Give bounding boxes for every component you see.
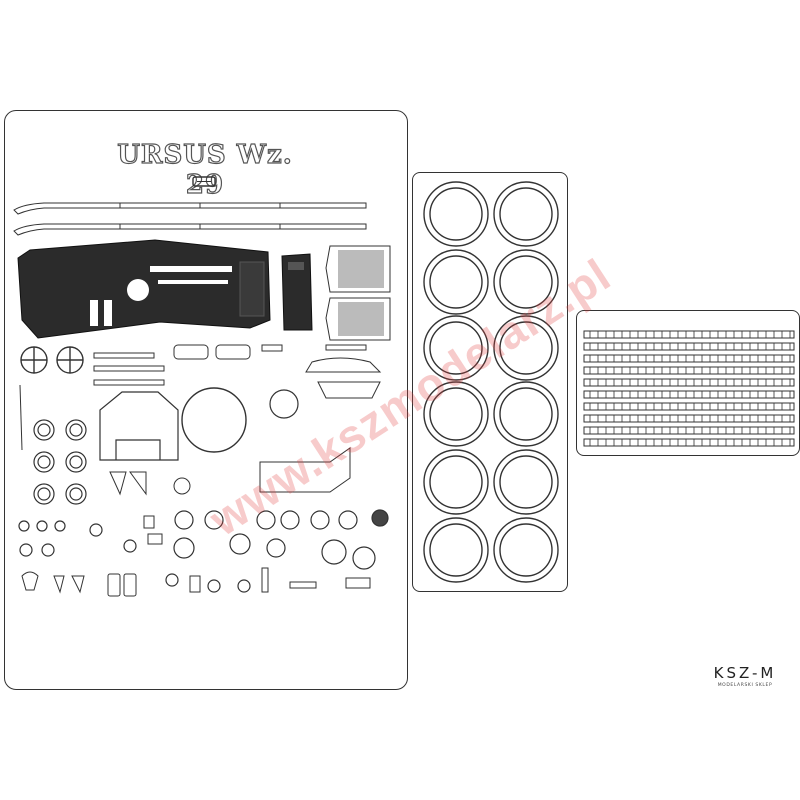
dash-panel-part bbox=[281, 253, 313, 331]
brand-name: KSZ-M bbox=[713, 664, 777, 682]
main-fret-sheet bbox=[4, 110, 408, 690]
sheet-title: URSUS Wz. 29 bbox=[117, 139, 293, 200]
emblem-plate bbox=[192, 176, 216, 187]
chassis-floor-part bbox=[17, 239, 271, 339]
round-plate-part bbox=[181, 387, 247, 453]
wheel-rim-rings bbox=[423, 181, 559, 583]
brand-tagline: MODELARSKI SKLEP bbox=[717, 683, 773, 688]
brand-logo: KSZ-M MODELARSKI SKLEP bbox=[708, 664, 782, 688]
radiator-grille-parts bbox=[325, 245, 391, 341]
washer-parts bbox=[18, 419, 389, 593]
seat-frame-part bbox=[99, 391, 179, 461]
fender-strips bbox=[13, 202, 367, 236]
track-link-strips bbox=[583, 330, 795, 447]
small-plate-parts bbox=[21, 515, 371, 597]
bracket-parts bbox=[19, 344, 382, 496]
hub-cross-parts bbox=[20, 346, 84, 374]
